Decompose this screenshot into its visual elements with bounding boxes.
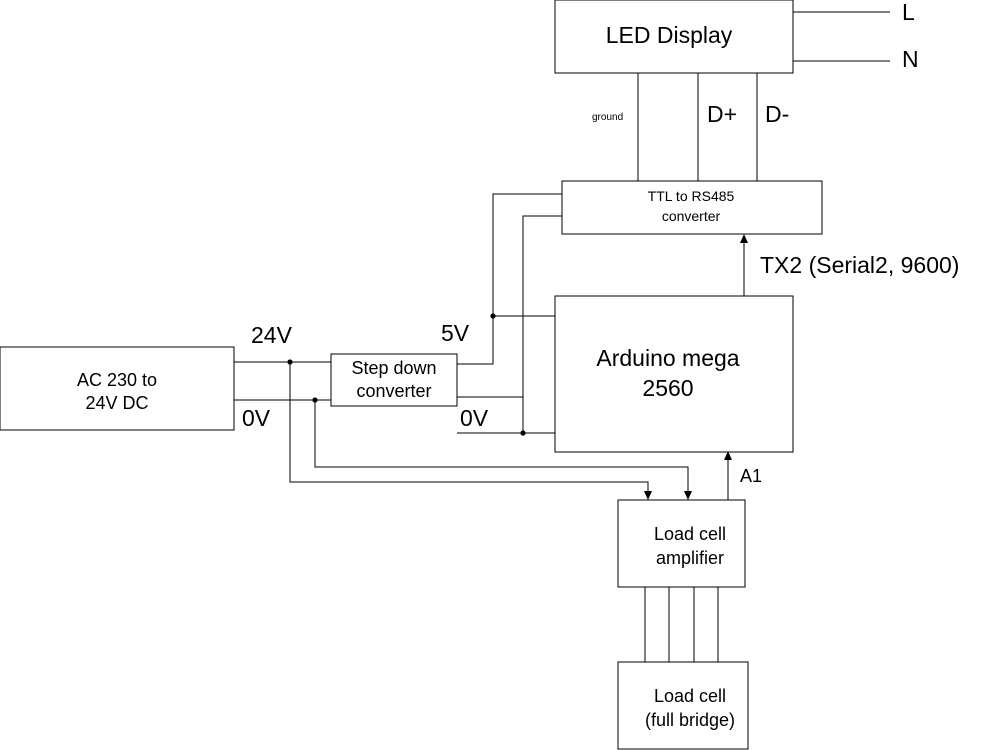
junction-5v: [490, 313, 496, 319]
amp-24v-wire: [289, 362, 649, 494]
d-minus-label: D-: [765, 101, 789, 127]
mains-l-label: L: [902, 0, 915, 25]
led-display-block: LED Display: [554, 0, 794, 74]
d-plus-label: D+: [707, 101, 737, 127]
junction-0v-arduino: [520, 430, 526, 436]
ttl-converter-label-line2: converter: [662, 208, 721, 224]
amplifier-label-line2: amplifier: [656, 548, 724, 568]
junction-0v: [312, 397, 318, 403]
a1-label: A1: [740, 466, 762, 486]
junctions: [287, 313, 526, 436]
v24-label: 24V: [251, 322, 293, 348]
arduino-label-line2: 2560: [642, 375, 693, 401]
v0-left-label: 0V: [242, 405, 271, 431]
load-cell-label-line2: (full bridge): [645, 710, 735, 730]
junction-24v: [287, 359, 293, 365]
amplifier-label-line1: Load cell: [654, 524, 726, 544]
five-volt-wire: [457, 193, 562, 365]
arrowheads: [644, 234, 748, 500]
a1-arrow-icon: [724, 451, 732, 460]
step-down-label-line2: converter: [356, 381, 431, 401]
power-supply-label-line2: 24V DC: [85, 393, 148, 413]
v0-right-label: 0V: [460, 405, 489, 431]
amp-24v-arrow-icon: [644, 491, 652, 500]
arduino-label-line1: Arduino mega: [596, 345, 739, 371]
wires: [234, 11, 890, 662]
ttl-converter-label-line1: TTL to RS485: [648, 188, 735, 204]
load-cell-block: Load cell (full bridge): [617, 661, 749, 750]
step-down-block: Step down converter: [330, 353, 458, 407]
step-down-label-line1: Step down: [351, 358, 436, 378]
load-cell-label-line1: Load cell: [654, 686, 726, 706]
amp-0v-arrow-icon: [684, 491, 692, 500]
amp-0v-wire: [314, 400, 689, 494]
tx2-label: TX2 (Serial2, 9600): [760, 252, 959, 278]
v5-label: 5V: [441, 320, 470, 346]
power-supply-label-line1: AC 230 to: [77, 370, 157, 390]
mains-n-label: N: [902, 46, 919, 72]
led-display-label: LED Display: [606, 22, 733, 48]
tx2-arrow-icon: [740, 234, 748, 243]
signal-labels: L N ground D+ D- TX2 (Serial2, 9600) 24V…: [242, 0, 959, 486]
arduino-block: Arduino mega 2560: [554, 295, 794, 453]
zero-volt-wire: [457, 215, 562, 398]
ground-label: ground: [592, 112, 623, 123]
power-supply-block: AC 230 to 24V DC: [0, 346, 235, 431]
ttl-converter-block: TTL to RS485 converter: [561, 180, 823, 235]
amplifier-block: Load cell amplifier: [617, 499, 746, 588]
